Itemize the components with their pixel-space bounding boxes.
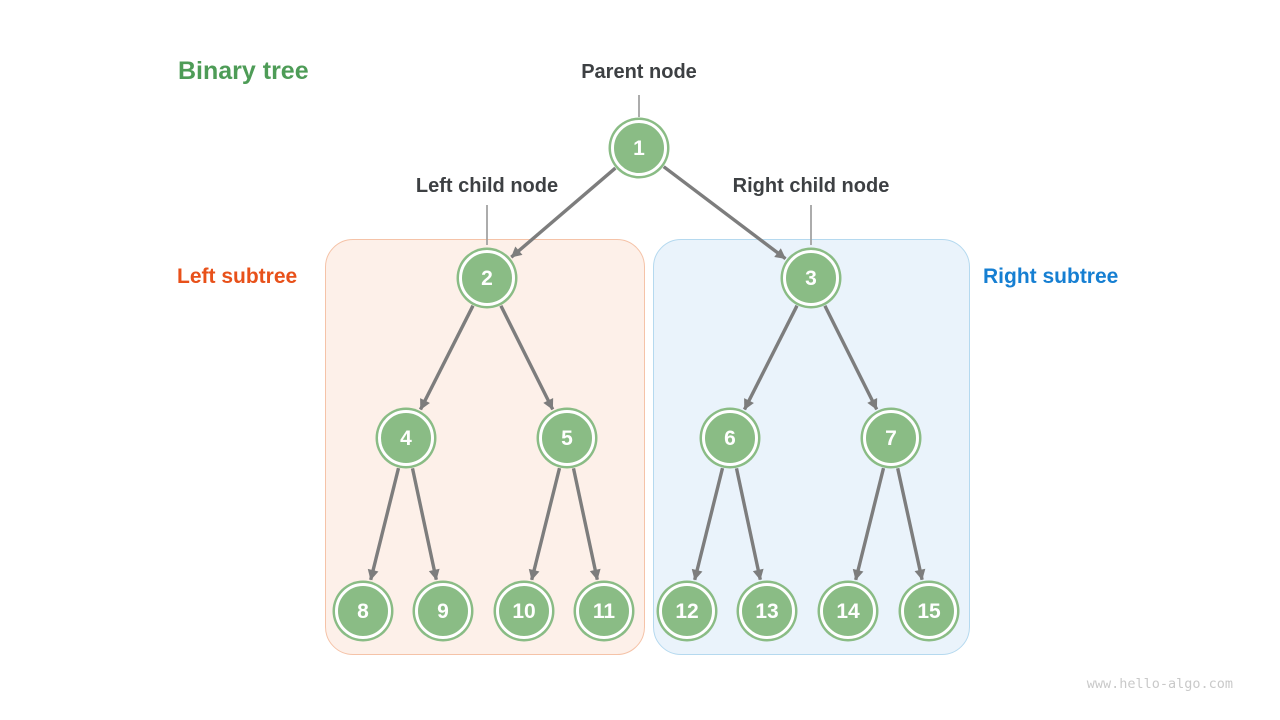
- tree-node-15: 15: [901, 583, 957, 639]
- diagram-title: Binary tree: [178, 57, 309, 85]
- tree-node-4: 4: [378, 410, 434, 466]
- left-subtree-label: Left subtree: [177, 265, 298, 288]
- tree-node-12: 12: [659, 583, 715, 639]
- left-child-node-label: Left child node: [415, 175, 559, 197]
- tree-edge-4-8: [367, 467, 401, 581]
- parent-node-label: Parent node: [581, 61, 697, 83]
- tree-node-10: 10: [496, 583, 552, 639]
- tree-node-2: 2: [459, 250, 515, 306]
- tree-edge-6-13: [734, 467, 764, 581]
- tree-node-6: 6: [702, 410, 758, 466]
- tree-node-8: 8: [335, 583, 391, 639]
- tree-node-3: 3: [783, 250, 839, 306]
- tree-node-11: 11: [576, 583, 632, 639]
- tree-node-9: 9: [415, 583, 471, 639]
- right-child-node-label: Right child node: [732, 175, 890, 197]
- tree-node-1: 1: [611, 120, 667, 176]
- tree-edge-2-4: [418, 304, 475, 411]
- tree-node-13: 13: [739, 583, 795, 639]
- right-subtree-label: Right subtree: [983, 265, 1119, 288]
- tree-edge-5-10: [528, 467, 562, 581]
- tree-edge-3-6: [742, 304, 799, 411]
- tree-edge-4-9: [410, 467, 440, 581]
- tree-edge-1-2: [510, 166, 617, 259]
- tree-edge-5-11: [571, 467, 601, 581]
- tree-edge-7-15: [896, 467, 926, 581]
- tree-edge-1-3: [662, 165, 787, 261]
- watermark: www.hello-algo.com: [1086, 676, 1233, 692]
- tree-node-7: 7: [863, 410, 919, 466]
- tree-edge-7-14: [852, 467, 886, 581]
- tree-edge-6-12: [691, 467, 725, 581]
- tree-node-5: 5: [539, 410, 595, 466]
- tree-edge-2-5: [499, 304, 555, 411]
- tree-node-14: 14: [820, 583, 876, 639]
- tree-edge-3-7: [823, 304, 879, 411]
